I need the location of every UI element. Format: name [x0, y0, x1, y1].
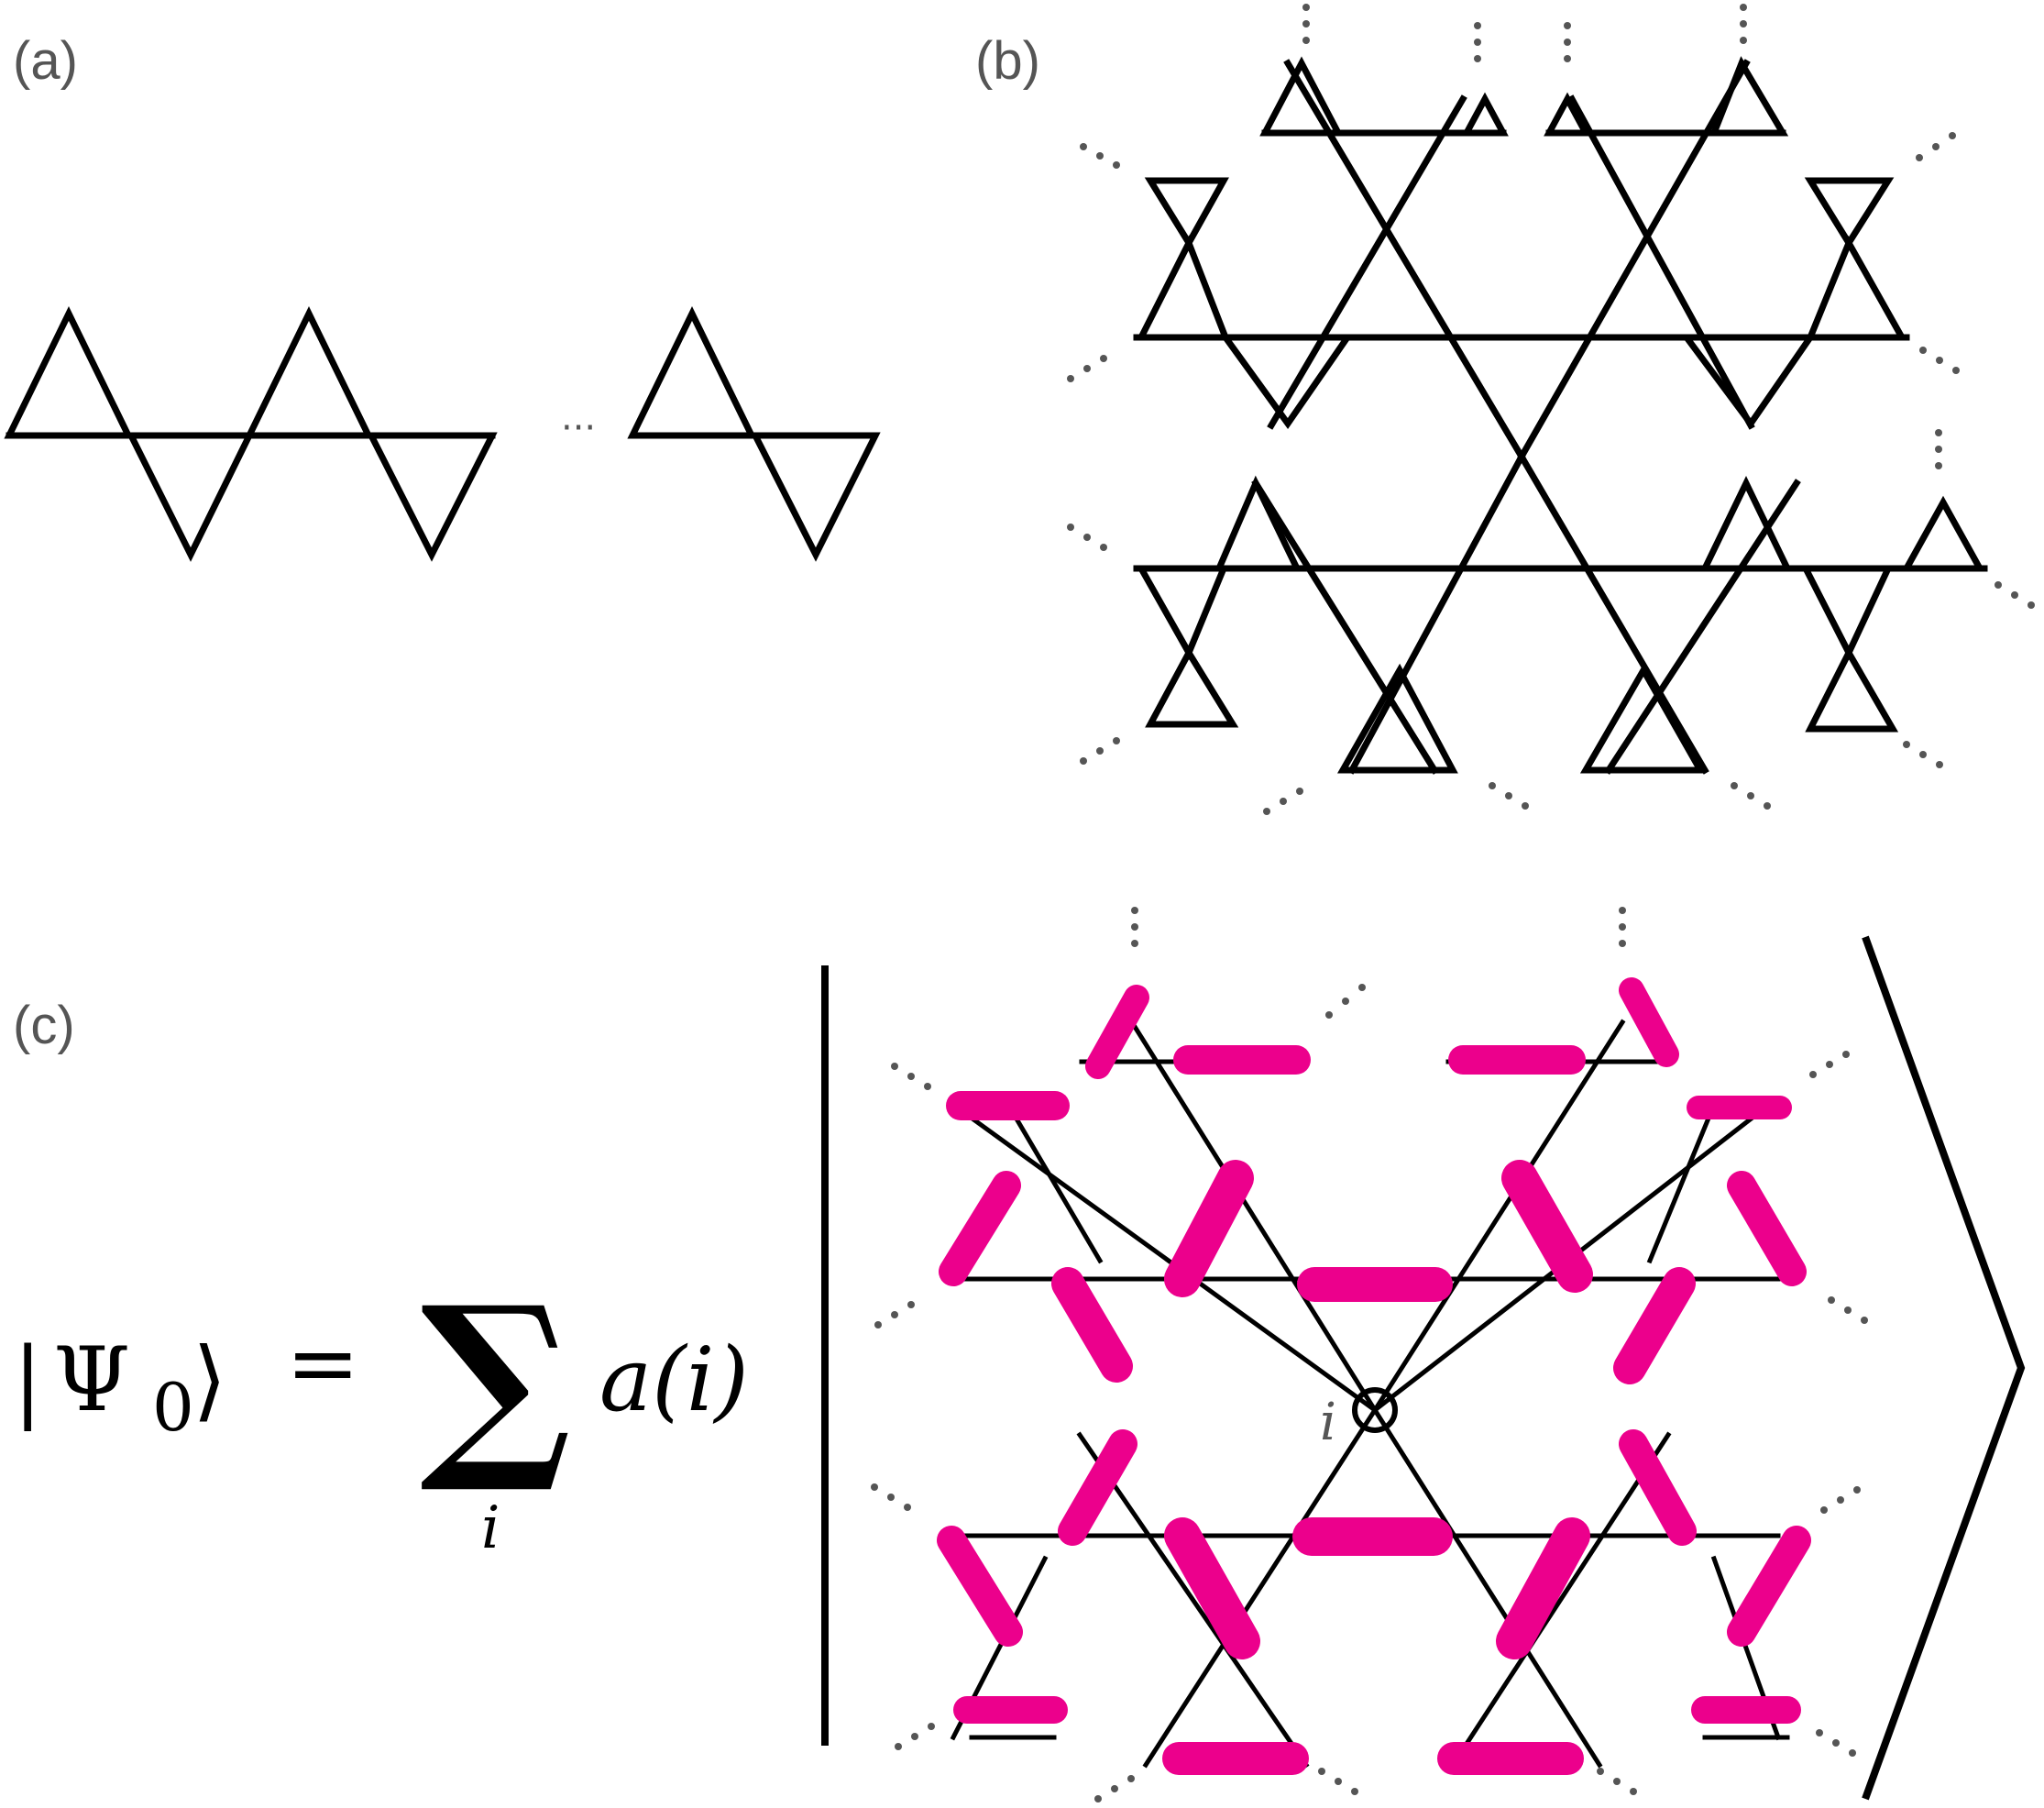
dimer [1448, 1045, 1586, 1075]
up-triangle [1214, 475, 1302, 572]
dimer [1687, 1096, 1792, 1119]
dimer [953, 1696, 1068, 1724]
down-triangle [1144, 177, 1229, 249]
up-triangle [627, 306, 757, 439]
dimer [1292, 1517, 1453, 1556]
up-triangle [1461, 92, 1509, 137]
panel-c-label: (c) [13, 996, 75, 1055]
up-triangle [1805, 235, 1907, 341]
psi-symbol: Ψ [53, 1328, 130, 1431]
up-triangle [1579, 663, 1707, 774]
down-triangle [1219, 334, 1354, 430]
lattice-line [1517, 59, 1751, 461]
lattice-line [1517, 452, 1709, 775]
down-triangle [366, 432, 498, 562]
psi-subscript: 0 [152, 1369, 194, 1446]
lattice-line [1604, 479, 1801, 775]
up-triangle [4, 306, 134, 439]
lattice-line [1251, 479, 1439, 775]
dimer [1164, 1160, 1254, 1297]
dimer [1501, 1160, 1593, 1293]
summation-index: i [481, 1494, 500, 1562]
site-label: i [1320, 1393, 1336, 1452]
down-triangle [126, 432, 255, 562]
down-triangle [1804, 177, 1895, 249]
dimer-bonds [937, 977, 1811, 1775]
dimer [1051, 1267, 1133, 1383]
down-triangle [1136, 565, 1229, 660]
up-triangle [1336, 663, 1458, 774]
dimer [1727, 1526, 1811, 1647]
summation-symbol: ∑ [420, 1261, 572, 1498]
dimer [1619, 1429, 1697, 1546]
up-triangle [1805, 645, 1899, 733]
dimer [939, 1171, 1021, 1286]
dimer [1085, 985, 1149, 1079]
coefficient: a(i) [599, 1328, 749, 1431]
kagome-lattice [1133, 56, 1988, 775]
equals-sign: = [286, 1312, 359, 1415]
up-triangle [1544, 92, 1591, 137]
dimer [1173, 1045, 1311, 1075]
dimer [1058, 1429, 1137, 1546]
dimer [1437, 1742, 1584, 1775]
ket-right-angle [1862, 935, 2026, 1801]
down-triangle [750, 432, 881, 562]
dimer [1727, 1171, 1807, 1286]
ket-angle: ⟩ [192, 1328, 226, 1431]
dimer [1619, 977, 1679, 1067]
site-marker-icon [1352, 1387, 1398, 1433]
ket-equation: | Ψ 0 ⟩ = ∑ i a(i) [13, 1261, 749, 1562]
lattice-line [1267, 94, 1467, 430]
dimer [1164, 1517, 1260, 1659]
boundary-dots-c [871, 907, 1868, 1802]
panel-a-label: (a) [13, 31, 78, 91]
down-triangle [1680, 334, 1817, 430]
dimer [1496, 1517, 1590, 1659]
panel-b-label: (b) [975, 31, 1040, 91]
up-triangle [1901, 495, 1985, 572]
dimer [946, 1091, 1070, 1120]
up-triangle [1699, 475, 1793, 572]
up-triangle [244, 306, 374, 439]
up-triangle [1709, 56, 1789, 137]
dimer [1162, 1742, 1309, 1775]
dimer [1613, 1267, 1696, 1384]
up-triangle [1145, 645, 1239, 728]
kagome-lattice-dimer [950, 1019, 1790, 1769]
lattice-line [1567, 94, 1755, 430]
dimer [937, 1526, 1023, 1647]
up-triangle [1259, 56, 1344, 137]
lattice-line [1283, 59, 1526, 461]
dimer [1691, 1696, 1801, 1724]
boundary-dots [1067, 4, 2035, 815]
dimer [1297, 1267, 1453, 1302]
lattice-line [1347, 452, 1526, 775]
chain-ellipsis: ··· [561, 407, 596, 449]
sawtooth-chain [4, 306, 881, 562]
down-triangle [1800, 565, 1894, 660]
up-triangle [1136, 235, 1231, 341]
ket-bar: | [13, 1328, 42, 1431]
